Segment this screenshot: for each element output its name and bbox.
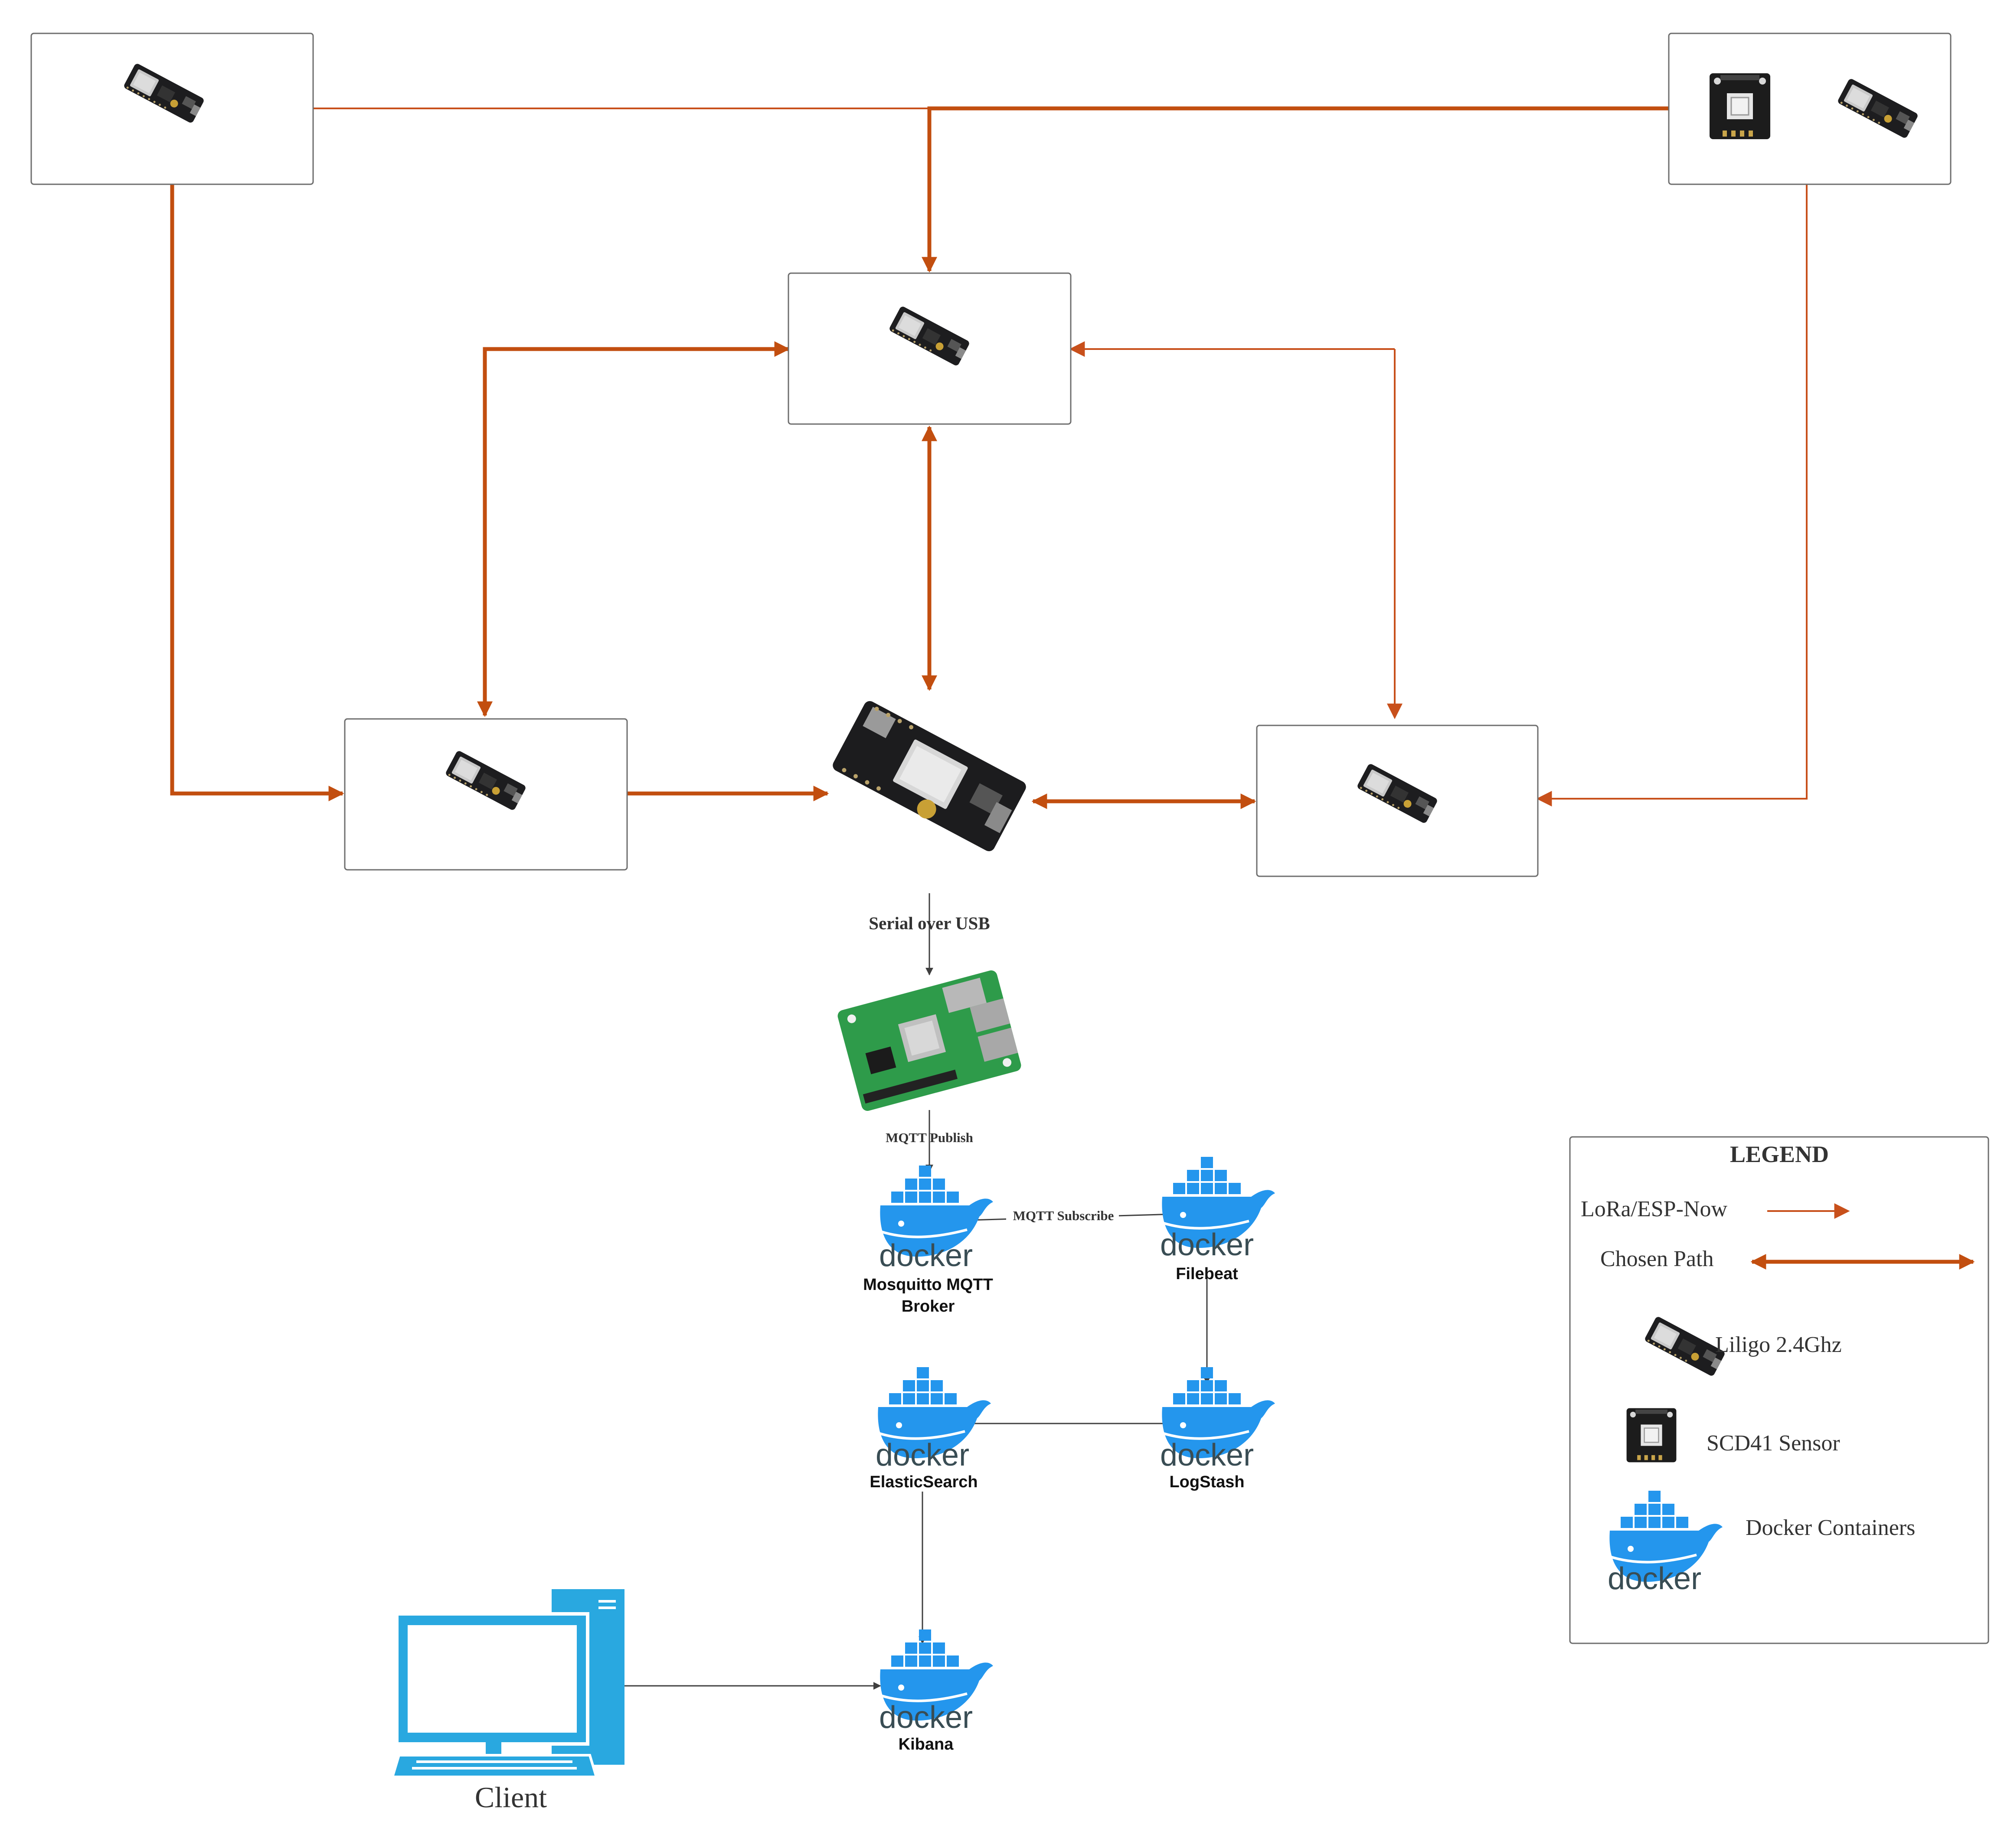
elasticsearch-name: ElasticSearch [870, 1473, 978, 1491]
docker-wordmark: docker [879, 1238, 973, 1273]
mosquitto-name-line2: Broker [902, 1297, 955, 1316]
mqtt-subscribe-label: MQTT Subscribe [1013, 1208, 1114, 1223]
link-topright-right [1536, 184, 1808, 806]
path-topleft-left [170, 184, 344, 801]
legend: LEGEND LoRa/ESP-Now Chosen Path Liligo 2… [1569, 1136, 1989, 1644]
filebeat-container: docker Filebeat [1160, 1157, 1275, 1283]
node-left [344, 718, 628, 871]
docker-wordmark: docker [876, 1438, 969, 1473]
node-top-center [788, 272, 1072, 425]
path-topcenter-left [477, 341, 790, 717]
legend-lora-label: LoRa/ESP-Now [1581, 1197, 1727, 1221]
gateway-board-icon [833, 701, 1026, 852]
kibana-container: docker Kibana [879, 1629, 993, 1753]
chosen-paths [170, 106, 1669, 809]
filebeat-name: Filebeat [1176, 1265, 1238, 1283]
lora-links [313, 108, 1808, 806]
scd41-sensor-icon [1626, 1407, 1677, 1463]
node-top-left [30, 33, 314, 185]
logstash-container: docker LogStash [1160, 1367, 1275, 1491]
logstash-name: LogStash [1169, 1473, 1244, 1491]
raspberry-pi-icon [837, 970, 1021, 1111]
docker-wordmark: docker [1160, 1438, 1254, 1473]
serial-label: Serial over USB [869, 913, 990, 933]
scd41-sensor-icon [1709, 72, 1771, 140]
elasticsearch-container: docker ElasticSearch [870, 1367, 991, 1491]
legend-scd41-label: SCD41 Sensor [1707, 1431, 1840, 1456]
docker-wordmark: docker [1160, 1228, 1254, 1262]
legend-liligo-label: Liligo 2.4Ghz [1715, 1332, 1842, 1357]
mosquitto-name-line1: Mosquitto MQTT [863, 1276, 993, 1294]
node-top-right [1668, 33, 1952, 185]
legend-chosen-label: Chosen Path [1600, 1247, 1713, 1271]
desktop-computer-icon [390, 1589, 624, 1778]
legend-docker-label: Docker Containers [1746, 1515, 1915, 1540]
docker-wordmark: docker [879, 1700, 973, 1735]
mosquitto-container: docker Mosquitto MQTT Broker [863, 1166, 993, 1316]
legend-title: LEGEND [1730, 1141, 1829, 1167]
kibana-name: Kibana [899, 1735, 954, 1753]
legend-docker-wordmark: docker [1608, 1561, 1701, 1596]
node-right [1256, 725, 1539, 877]
path-topright-topcenter [922, 106, 1669, 273]
client-label: Client [475, 1781, 547, 1814]
mqtt-publish-label: MQTT Publish [886, 1130, 973, 1145]
